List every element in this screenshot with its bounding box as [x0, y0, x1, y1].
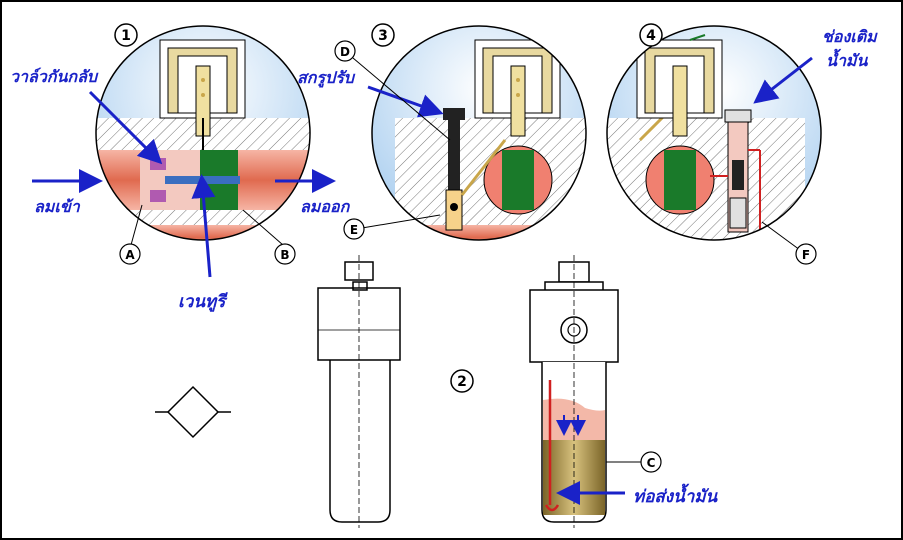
- callout-b: B: [274, 243, 296, 265]
- callout-f: F: [795, 243, 817, 265]
- svg-text:A: A: [125, 248, 135, 262]
- lubricator-section-view: [529, 255, 619, 528]
- svg-text:F: F: [802, 248, 810, 262]
- check-valve-arrow: [88, 90, 163, 165]
- svg-text:2: 2: [457, 374, 467, 390]
- callout-a: A: [119, 243, 141, 265]
- check-valve-label: วาล์วกันกลับ: [10, 67, 99, 86]
- number-2-marker: 2: [450, 369, 474, 393]
- svg-text:D: D: [340, 45, 350, 59]
- air-out-label: ลมออก: [300, 197, 351, 216]
- air-in-label: ลมเข้า: [34, 197, 81, 216]
- detail-circle-4: [606, 25, 822, 241]
- svg-text:3: 3: [378, 28, 388, 44]
- svg-text:C: C: [647, 456, 656, 470]
- number-4-marker: 4: [639, 23, 663, 47]
- lubricator-front-view: [317, 255, 401, 528]
- svg-text:1: 1: [121, 28, 131, 44]
- oil-fill-label-line2: น้ำมัน: [826, 48, 868, 70]
- oil-fill-arrow: [753, 56, 813, 104]
- flow-arrows: [32, 56, 813, 505]
- oil-feed-tube-label: ท่อส่งน้ำมัน: [633, 483, 718, 507]
- svg-text:4: 4: [646, 28, 656, 44]
- text-labels: วาล์วกันกลับ ลมเข้า ลมออก เวนทูรี สกรูปร…: [10, 27, 878, 507]
- adjust-screw-label: สกรูปรับ: [297, 68, 356, 88]
- callout-d: D: [334, 40, 356, 62]
- oil-fill-label-line1: ช่องเติม: [822, 27, 878, 46]
- letter-callouts: A B C D E F: [119, 40, 817, 473]
- venturi-label: เวนทูรี: [178, 292, 228, 312]
- svg-text:B: B: [280, 248, 289, 262]
- callout-c: C: [640, 451, 662, 473]
- venturi-arrow: [191, 174, 216, 278]
- number-3-marker: 3: [371, 23, 395, 47]
- number-1-marker: 1: [114, 23, 138, 47]
- adjust-screw-arrow: [367, 85, 444, 118]
- number-markers: 1 2 3 4: [114, 23, 663, 393]
- detail-circle-3: [371, 25, 587, 241]
- callout-e: E: [343, 218, 365, 240]
- callout-leaders: [130, 57, 801, 463]
- svg-text:E: E: [350, 223, 358, 237]
- lubricator-symbol: [155, 385, 231, 439]
